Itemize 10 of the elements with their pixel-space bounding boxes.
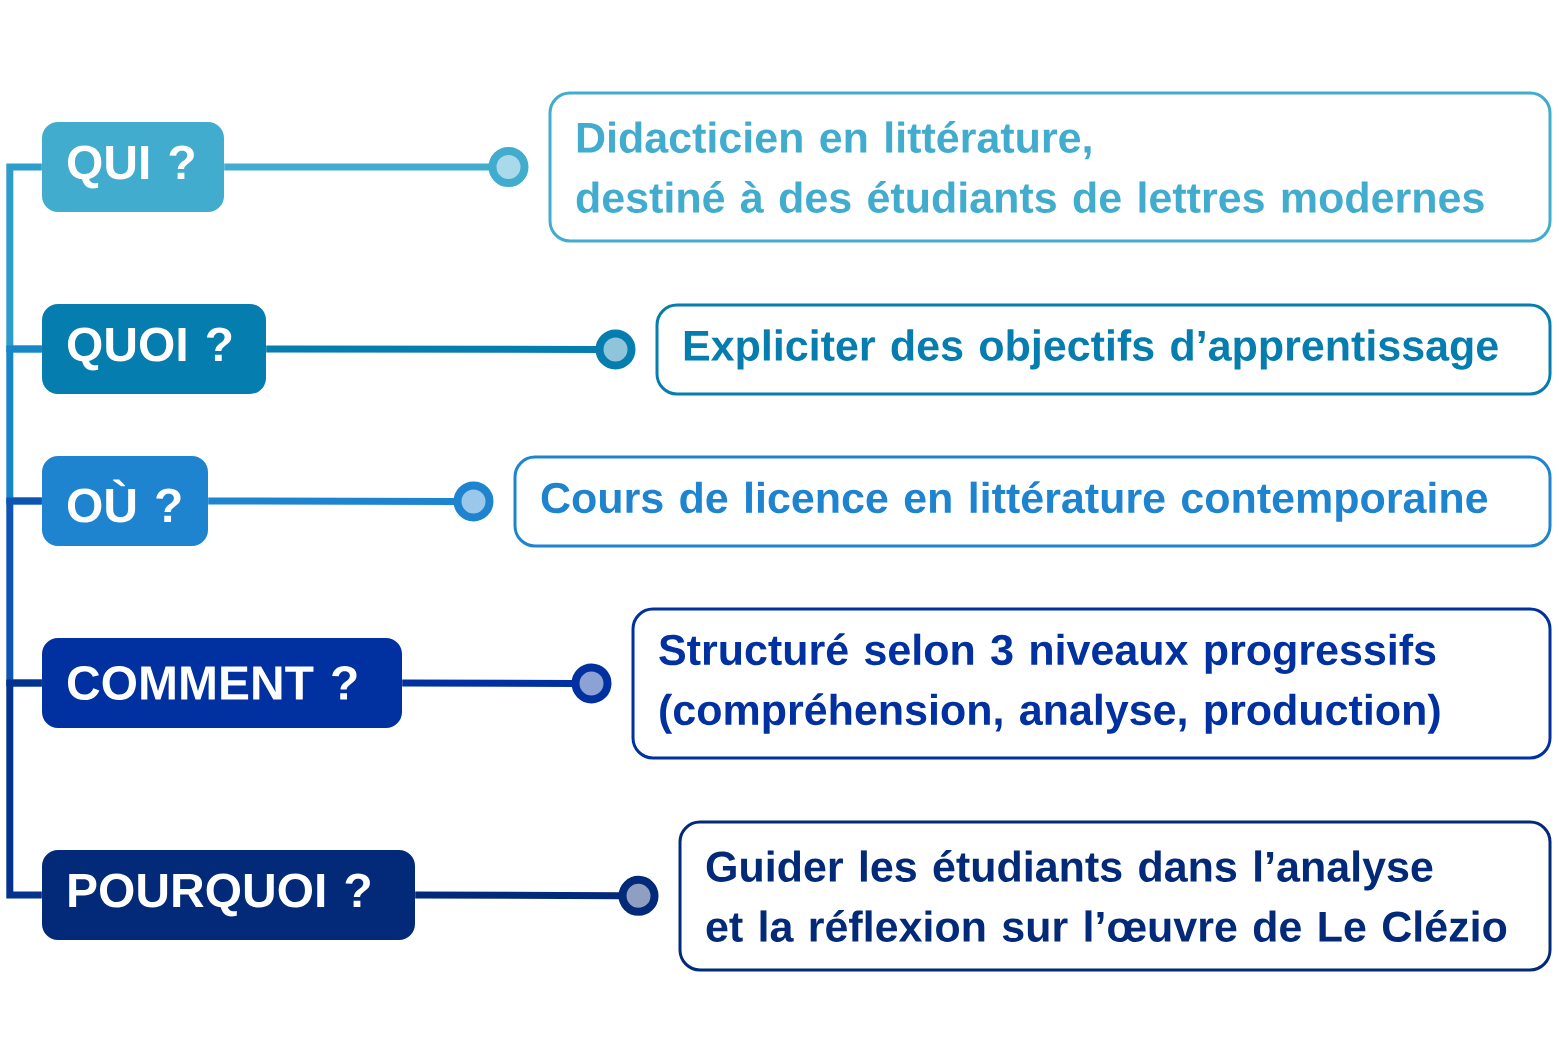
question-box: OÙ ? [42,456,208,546]
description-box: Didacticien en littérature, destiné à des étudiants de lettres modernes [548,91,1552,243]
question-box: COMMENT ? [42,638,402,728]
question-box: POURQUOI ? [42,850,415,940]
question-box: QUI ? [42,122,224,212]
question-box: QUOI ? [42,304,266,394]
description-box: Structuré selon 3 niveaux progressifs (compréhension, analyse, production) [631,607,1552,760]
description-box: Cours de licence en littérature contemporaine [513,455,1552,548]
description-box: Expliciter des objectifs d’apprentissage [655,303,1552,396]
description-box: Guider les étudiants dans l’analyse et la réflexion sur l’œuvre de Le Clézio [678,820,1552,972]
